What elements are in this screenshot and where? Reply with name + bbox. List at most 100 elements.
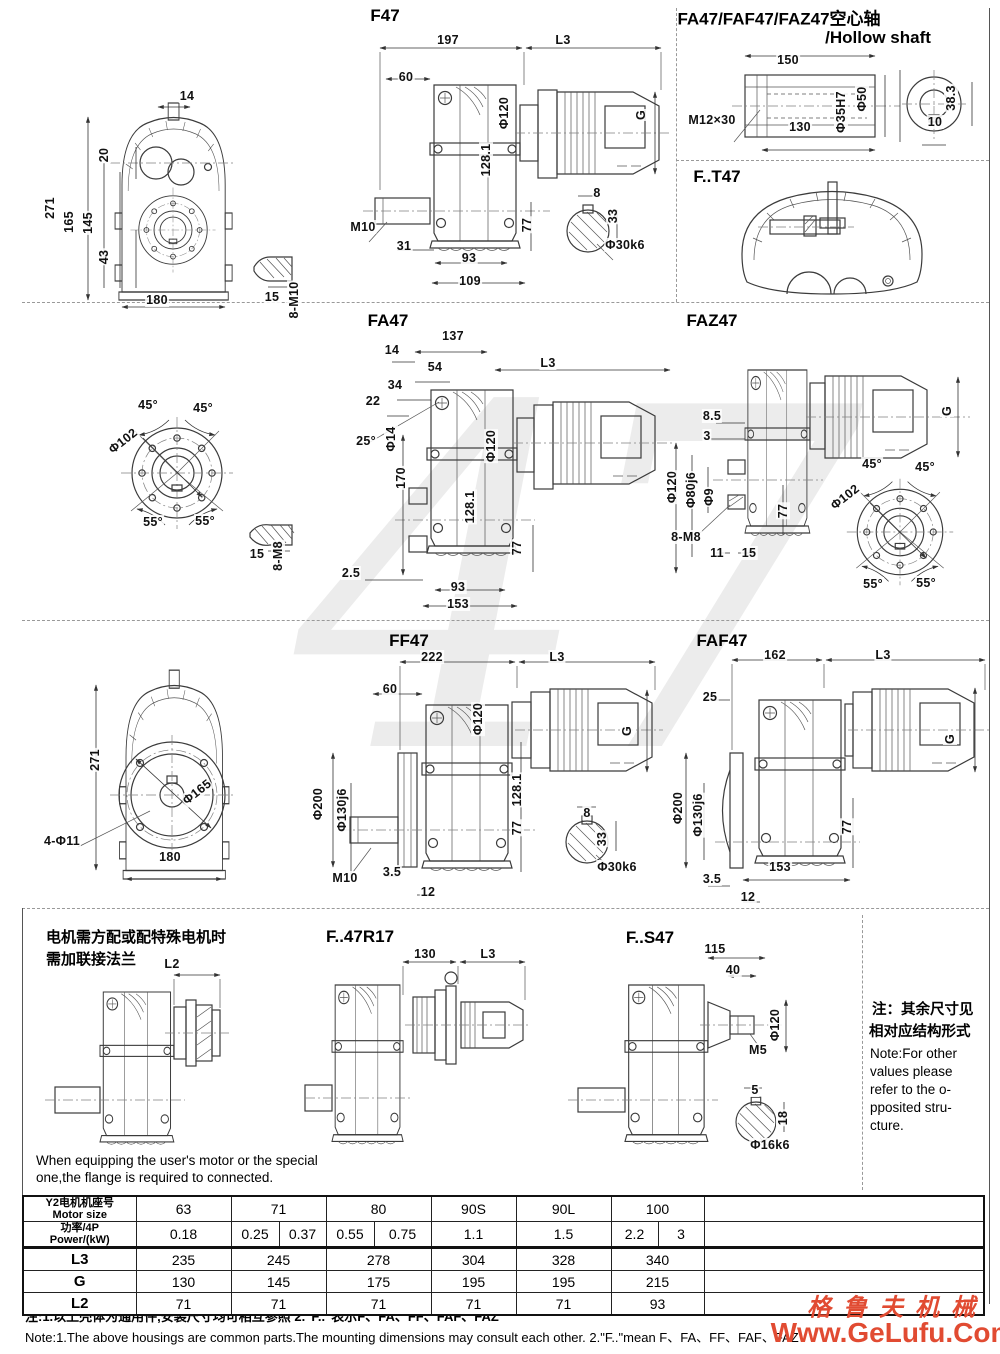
left-note-zh-1: 电机需方配或配特殊电机时 — [46, 929, 227, 946]
motor-size-en: Motor size — [52, 1209, 107, 1222]
left-note-zh-2: 需加联接法兰 — [46, 951, 137, 968]
dim-label: Φ9 — [702, 487, 716, 507]
dim-label: 8-M10 — [287, 280, 301, 320]
dim-label: 55° — [915, 576, 937, 590]
table-cell-empty — [703, 1292, 985, 1316]
dim-label: 162 — [763, 648, 787, 662]
dim-label: 128.1 — [479, 142, 493, 178]
table-cell: 0.75 — [373, 1221, 432, 1250]
divider — [22, 302, 989, 303]
side-note-en-2: values please — [870, 1064, 953, 1079]
dim-label: 31 — [395, 239, 413, 253]
dim-label: 43 — [97, 248, 111, 266]
table-cell: 90L — [515, 1195, 612, 1223]
dim-label: 197 — [436, 33, 460, 47]
dim-label: 45° — [861, 457, 883, 471]
f47-front-drawing — [85, 102, 293, 310]
dim-label: Φ14 — [384, 425, 398, 453]
ff47-front-drawing — [77, 669, 235, 882]
dim-label: 55° — [142, 515, 164, 529]
dim-label: Φ16k6 — [749, 1138, 791, 1152]
dim-label: 12 — [739, 890, 757, 904]
dim-label: L3 — [479, 947, 497, 961]
dim-label: L3 — [874, 648, 892, 662]
dim-label: 34 — [386, 378, 404, 392]
dim-label: 15 — [263, 290, 281, 304]
title-fa47: FA47 — [367, 311, 409, 330]
table-cell: 80 — [325, 1195, 432, 1223]
side-note-zh-2: 相对应结构形式 — [869, 1024, 971, 1040]
dim-label: 45° — [192, 401, 214, 415]
table-cell: 195 — [430, 1270, 517, 1294]
table-cell: 145 — [230, 1270, 327, 1294]
dim-label: 93 — [460, 251, 478, 265]
table-cell: 71 — [230, 1195, 327, 1223]
divider — [676, 160, 989, 161]
dim-label: 153 — [446, 597, 470, 611]
table-cell: 1.5 — [515, 1221, 612, 1250]
title-ff47: FF47 — [389, 631, 429, 650]
table-cell: 93 — [610, 1292, 705, 1316]
dim-label: 137 — [441, 329, 465, 343]
dim-label: 45° — [137, 398, 159, 412]
table-cell: 90S — [430, 1195, 517, 1223]
table-cell: 71 — [325, 1292, 432, 1316]
page-border-right — [989, 8, 990, 1304]
dim-label: 130 — [413, 947, 437, 961]
table-cell: 1.1 — [430, 1221, 517, 1250]
table-cell: 71 — [515, 1292, 612, 1316]
table-cell: 100 — [610, 1195, 705, 1223]
dim-label: 165 — [62, 210, 76, 234]
table-cell: 130 — [135, 1270, 232, 1294]
dim-label: Φ120 — [497, 95, 511, 131]
dim-label: 77 — [776, 502, 790, 520]
dim-label: Φ200 — [311, 786, 325, 822]
table-cell: 0.25 — [230, 1221, 280, 1250]
ft47-drawing — [741, 181, 923, 295]
dim-label: 15 — [248, 547, 266, 561]
brand-watermark-zh: 格鲁夫机械 — [807, 1292, 987, 1322]
table-cell: 2.2 — [610, 1221, 659, 1250]
side-note-zh-1: 注：其余尺寸见 — [872, 1002, 974, 1018]
dim-label: Φ130j6 — [691, 792, 705, 838]
dim-label: M10 — [331, 871, 359, 885]
dim-label: 3.5 — [381, 865, 403, 879]
dim-label: 20 — [97, 146, 111, 164]
table-cell: 278 — [325, 1247, 432, 1272]
title-r17: F..47R17 — [325, 927, 395, 946]
dim-label: 2.5 — [340, 566, 362, 580]
dimension-table: Y2电机机座号 Motor size 63 71 80 90S 90L 100 … — [22, 1195, 985, 1317]
dim-label: L3 — [539, 356, 557, 370]
dim-label: 8-M8 — [271, 540, 285, 572]
dim-label: L3 — [548, 650, 566, 664]
r17-drawing — [304, 959, 530, 1145]
dim-label: 10 — [926, 115, 944, 129]
dim-label: Φ120 — [768, 1007, 782, 1043]
f47-side-drawing — [363, 45, 669, 286]
footer-note-en: Note:1.The above housings are common par… — [25, 1330, 799, 1345]
dim-label: 77 — [520, 216, 534, 234]
dim-label: 170 — [394, 466, 408, 490]
dim-label: 22 — [364, 394, 382, 408]
divider — [862, 915, 863, 1190]
dim-label: 8-M8 — [670, 530, 702, 544]
dim-label: 45° — [914, 460, 936, 474]
table-cell: 71 — [430, 1292, 517, 1316]
table-cell: 71 — [230, 1292, 327, 1316]
table-cell: 235 — [135, 1247, 232, 1272]
table-header-motor: Y2电机机座号 Motor size — [22, 1195, 137, 1223]
side-note-en-3: refer to the o- — [870, 1082, 952, 1097]
dim-label: 5 — [750, 1083, 760, 1097]
side-note-en-1: Note:For other — [870, 1046, 958, 1061]
dim-label: G — [634, 108, 648, 122]
dim-label: 25° — [355, 434, 377, 448]
divider — [22, 620, 989, 621]
table-cell: 0.37 — [278, 1221, 327, 1250]
table-cell: 3 — [657, 1221, 705, 1250]
dim-label: 180 — [158, 850, 182, 864]
dim-label: 55° — [862, 577, 884, 591]
dim-label: 93 — [449, 580, 467, 594]
table-cell: 245 — [230, 1247, 327, 1272]
dim-label: Φ35H7 — [834, 90, 848, 134]
table-row-l2: L2 71 71 71 71 71 93 — [22, 1292, 985, 1316]
